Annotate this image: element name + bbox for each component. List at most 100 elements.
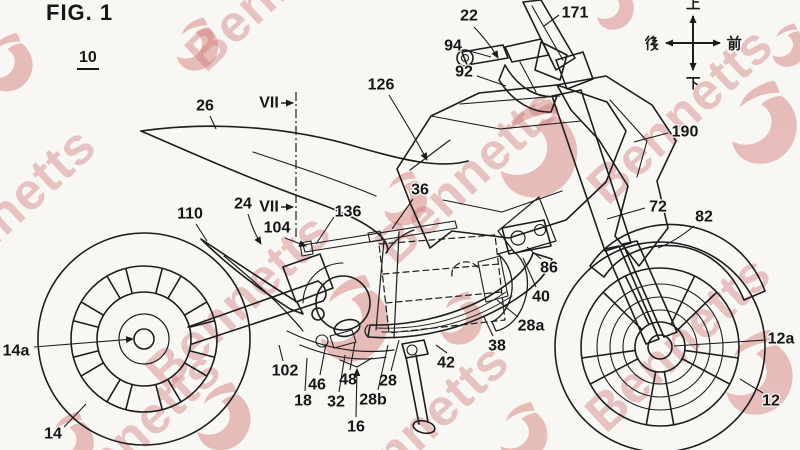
part-number: 126 xyxy=(368,77,395,94)
compass-label-up xyxy=(686,0,701,10)
part-label-28b: 28b xyxy=(358,344,389,410)
tail-bodywork xyxy=(140,125,469,254)
part-label-22: 22 xyxy=(459,6,499,59)
part-number: 12a xyxy=(768,331,795,348)
part-number: 28a xyxy=(518,318,545,335)
part-label-92: 92 xyxy=(454,62,507,87)
leader-line xyxy=(33,336,134,348)
compass-label-front xyxy=(726,35,742,51)
part-number: 28 xyxy=(379,373,397,390)
leader-line xyxy=(476,75,507,87)
rear-fender xyxy=(200,238,304,332)
part-label-190: 190 xyxy=(633,122,700,143)
part-label-14a: 14a xyxy=(1,336,134,361)
part-label-46: 46 xyxy=(307,343,327,395)
part-label-38: 38 xyxy=(483,316,507,356)
leader-line xyxy=(338,354,346,393)
part-number: 171 xyxy=(562,5,589,22)
section-marker-label: VII xyxy=(259,199,279,216)
leader-line xyxy=(377,344,389,391)
leader-line xyxy=(349,341,356,371)
part-number: 22 xyxy=(460,8,478,25)
part-label-82: 82 xyxy=(657,207,714,249)
rear-wheel xyxy=(37,232,251,446)
part-label-94: 94 xyxy=(443,36,492,58)
front-fender xyxy=(589,223,766,301)
side-stand xyxy=(401,339,436,435)
leader-line xyxy=(63,403,87,428)
part-number: 82 xyxy=(695,209,713,226)
part-label-72: 72 xyxy=(606,197,668,220)
part-label-36: 36 xyxy=(391,180,430,230)
part-label-16: 16 xyxy=(346,368,366,437)
part-label-40: 40 xyxy=(522,257,551,307)
engine xyxy=(282,231,400,368)
part-label-42: 42 xyxy=(435,344,456,373)
part-label-32: 32 xyxy=(326,354,346,412)
part-label-126: 126 xyxy=(366,75,428,161)
part-number: 46 xyxy=(308,377,326,394)
leader-line xyxy=(390,339,400,372)
leader-line xyxy=(657,225,695,249)
leader-line xyxy=(195,223,208,242)
figure-number: 10 xyxy=(77,49,99,70)
leader-line xyxy=(435,344,448,354)
leader-line xyxy=(673,339,767,347)
part-label-24: 24 xyxy=(233,194,262,245)
watermark-logo xyxy=(500,401,548,450)
exhaust-muffler xyxy=(364,252,553,339)
fuel-tank xyxy=(396,84,627,249)
part-label-14: 14 xyxy=(43,403,87,444)
leader-line xyxy=(284,237,307,247)
motorcycle-drawing xyxy=(37,0,766,450)
leader-line xyxy=(391,198,414,230)
part-number: 28b xyxy=(359,392,387,409)
part-number: 14a xyxy=(3,343,30,360)
section-line-vii: VII VII xyxy=(258,92,297,240)
part-number: 12 xyxy=(762,393,780,410)
leader-line xyxy=(465,49,492,58)
part-label-28: 28 xyxy=(378,339,400,391)
linkage-rod xyxy=(299,220,458,257)
compass-label-rear xyxy=(644,35,659,51)
leader-line xyxy=(739,378,764,394)
brake-caliper-area xyxy=(477,219,552,332)
watermark-text: Bennetts xyxy=(0,116,107,316)
part-number: 14 xyxy=(44,426,62,443)
part-number: 86 xyxy=(540,260,558,277)
part-number: 42 xyxy=(437,355,455,372)
watermark-logo xyxy=(0,32,33,92)
section-marker-label: VII xyxy=(259,95,279,112)
leader-line xyxy=(526,246,542,260)
part-number: 40 xyxy=(532,289,550,306)
compass-label-down xyxy=(686,77,701,90)
part-label-171: 171 xyxy=(543,3,590,27)
part-label-28a: 28a xyxy=(496,299,546,336)
orientation-compass xyxy=(644,0,742,90)
part-number: 110 xyxy=(177,206,203,223)
leader-line xyxy=(543,14,560,27)
leader-line xyxy=(483,316,494,337)
leader-line xyxy=(209,115,217,130)
part-number: 136 xyxy=(335,204,362,221)
part-number: 104 xyxy=(264,220,291,237)
part-label-12a: 12a xyxy=(673,329,796,349)
part-number: 38 xyxy=(488,338,506,355)
part-number: 94 xyxy=(444,38,462,55)
part-label-110: 110 xyxy=(176,204,208,242)
leader-line xyxy=(388,94,428,161)
leader-line xyxy=(304,357,308,392)
part-label-136: 136 xyxy=(315,202,363,245)
part-number: 102 xyxy=(272,363,299,380)
part-label-102: 102 xyxy=(270,344,300,381)
part-number: 92 xyxy=(455,64,473,81)
part-label-104: 104 xyxy=(262,218,307,247)
part-label-48: 48 xyxy=(338,341,358,390)
leader-line xyxy=(633,132,669,143)
hidden-battery-box xyxy=(378,234,506,334)
leader-line xyxy=(278,344,284,362)
leader-line xyxy=(315,216,335,245)
